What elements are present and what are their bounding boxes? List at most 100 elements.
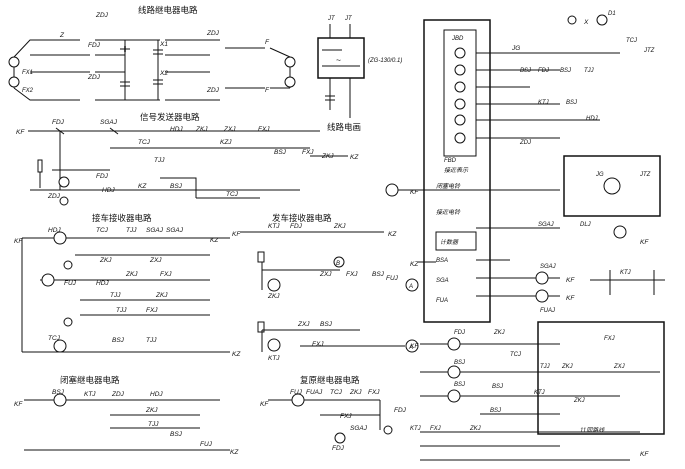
label-hdj-5: HDJ — [150, 391, 163, 398]
label-hdj-3: HDJ — [48, 227, 61, 234]
label-hdj-4: HDJ — [96, 280, 109, 287]
label-zdj-6: ZDJ — [519, 140, 532, 146]
label-fdj-7: FDJ — [538, 68, 550, 74]
label-counter: 计数器 — [440, 238, 459, 246]
label-zdj-1: ZDJ — [87, 74, 101, 81]
label-fbd: FBD — [444, 158, 457, 164]
label-bsj-3: BSJ — [112, 337, 125, 344]
signal-tx-circuit: KF FDJ SGAJ HDJ ZKJ ZXJ FXJ TCJ KZJ BSJ … — [16, 119, 359, 206]
block-relay-circuit: KF BSJ KTJ ZDJ HDJ ZKJ TJJ BSJ FUJ KZ — [14, 389, 239, 456]
label-fxj-8: FXJ — [340, 413, 352, 420]
panel-frame — [423, 19, 491, 323]
label-zbsj: BSJ — [454, 360, 466, 366]
label-fdj-1: FDJ — [88, 42, 101, 49]
label-sgaj-4: SGAJ — [350, 425, 368, 432]
label-fxj-2: FXJ — [302, 149, 314, 156]
label-zkj-4: ZKJ — [125, 271, 138, 278]
label-zdj-2: ZDJ — [206, 30, 220, 37]
label-fxj-4: FXJ — [146, 307, 158, 314]
label-zkj-9: ZKJ — [349, 389, 362, 396]
label-bsj-8: BSJ — [566, 100, 578, 106]
dlj-coil-icon — [613, 225, 627, 239]
label-kf-5: KF — [260, 401, 269, 408]
lamp-4-icon — [454, 98, 466, 110]
rx-arrive-circuit: KF HDJ TCJ TJJ SGAJ SGAJ KZ ZKJ ZXJ FUJ … — [14, 227, 241, 358]
label-zdj-top: ZDJ — [95, 12, 109, 19]
label-fxj-10: FXJ — [430, 426, 442, 432]
label-kf-8: KF — [566, 277, 575, 284]
title-line-diagram: 线路电画 — [327, 122, 361, 132]
label-fx1: FX1 — [22, 70, 33, 76]
label-tjj-1: TJJ — [154, 157, 165, 164]
label-kz-5: KZ — [388, 231, 397, 238]
label-zkj-13: ZKJ — [469, 426, 482, 432]
label-fxj-9: FXJ — [604, 336, 616, 342]
label-fua: FUA — [436, 298, 448, 304]
line-diagram: JT JT ~ (ZG-130/0.1) 线路电画 — [317, 16, 402, 132]
label-zxj-5: ZXJ — [613, 364, 626, 370]
label-jtz-2: JTZ — [639, 172, 651, 178]
label-jtz-1: JTZ — [643, 48, 655, 54]
label-kz-7: KZ — [410, 261, 419, 268]
rx-depart-circuit: KF KTJ FDJ ZKJ KZ ZKJ ZXJ FXJ BSJ FUJ A … — [232, 223, 419, 362]
label-hdj-2: HDJ — [102, 187, 115, 194]
label-f-top: F — [265, 39, 270, 46]
label-dlj-1: DLJ — [580, 222, 592, 228]
label-tjj-6: TJJ — [148, 421, 159, 428]
label-bsj-9: BSJ — [492, 384, 504, 390]
route-circuit: KF FDJ ZKJ TCJ FXJ BSJ TJJ ZKJ ZXJ BSJ B… — [410, 321, 665, 461]
label-zkj-7: ZKJ — [267, 293, 280, 300]
label-fsbj: BSJ — [320, 321, 333, 328]
label-bsj-1: BSJ — [274, 149, 287, 156]
svg-text:A: A — [408, 284, 413, 290]
label-fbsj: BSJ — [490, 408, 502, 414]
route-box — [537, 321, 665, 435]
reset-relay-circuit: KF FUJ FUAJ TCJ ZKJ FXJ FDJ FXJ SGAJ FDJ — [260, 389, 407, 452]
label-fuj-2: FUJ — [386, 275, 399, 282]
label-kf-1: KF — [16, 129, 25, 136]
label-tcj-6: TCJ — [626, 38, 638, 44]
svg-text:A: A — [408, 345, 413, 351]
label-ktj-4: KTJ — [538, 100, 550, 106]
label-bsj-4: BSJ — [372, 271, 385, 278]
signal-lamp-icon — [567, 15, 577, 25]
label-fuj-4: FUJ — [290, 389, 303, 396]
label-zxj-3: ZXJ — [319, 271, 332, 278]
label-tjj-3: TJJ — [110, 292, 121, 299]
fuaj-coil-icon — [535, 289, 549, 303]
label-fdj-2: FDJ — [52, 119, 65, 126]
label-fxj-6: FXJ — [312, 341, 324, 348]
label-sga: SGA — [436, 278, 449, 284]
label-kf-4: KF — [14, 401, 23, 408]
label-jg: JG — [511, 45, 520, 52]
label-jbd: JBD — [451, 36, 464, 42]
label-fuaj: FUAJ — [306, 389, 323, 396]
approach-box — [563, 155, 661, 217]
label-f-bottom: F — [265, 87, 270, 94]
label-kz-3: KZ — [210, 237, 219, 244]
label-kf-6: KF — [410, 189, 419, 196]
counter-box — [435, 231, 477, 251]
label-fsbj-2: BSJ — [454, 382, 466, 388]
label-kf-7: KF — [640, 239, 649, 246]
label-ktj-2: KTJ — [268, 355, 280, 362]
label-sgaj-2: SGAJ — [146, 227, 164, 234]
title-line-relay: 线路继电器电路 — [138, 5, 198, 15]
title-reset-relay: 复原继电器电路 — [300, 375, 360, 385]
label-jt-2: JT — [344, 16, 353, 22]
label-kf-3: KF — [232, 231, 241, 238]
label-fxj-7: FXJ — [368, 389, 380, 396]
label-zkj-5: ZKJ — [155, 292, 168, 299]
svg-text:B: B — [336, 261, 340, 267]
c-terminal-icon — [385, 183, 399, 197]
lamp-6-icon — [454, 132, 466, 144]
label-kz-1: KZ — [350, 154, 359, 161]
label-fdj-4: FDJ — [290, 223, 303, 230]
label-tjj-7: TJJ — [584, 68, 595, 74]
ring-icon — [603, 177, 621, 195]
title-signal-tx: 信号发送器电路 — [140, 112, 200, 122]
lamp-5-icon — [454, 114, 466, 126]
label-jt-1: JT — [327, 16, 336, 22]
label-fxj-1: FXJ — [258, 126, 270, 133]
